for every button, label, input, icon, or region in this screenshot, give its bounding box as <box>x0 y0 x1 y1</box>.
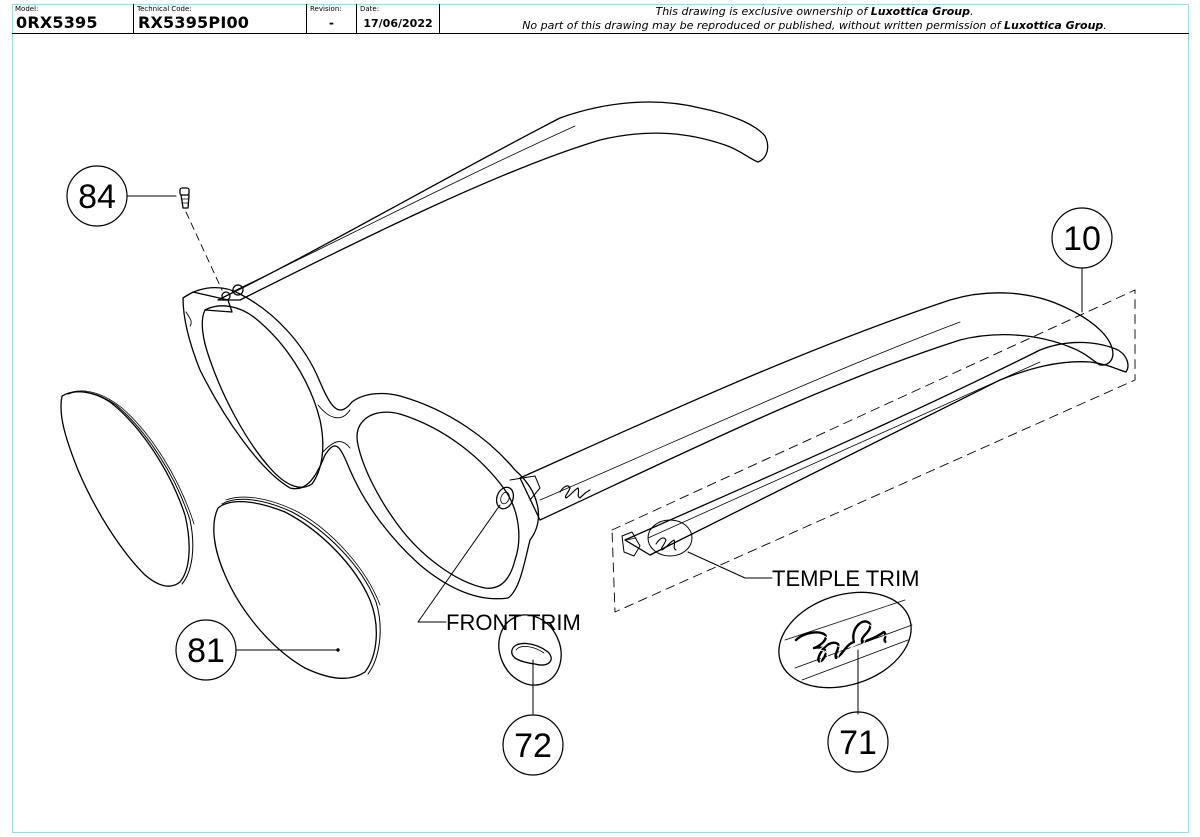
model-cell: Model: 0RX5395 <box>12 4 134 33</box>
callout-71: 71 <box>839 724 877 762</box>
callout-71-circle <box>827 711 889 773</box>
front-trim-detail <box>498 614 562 686</box>
lens-right <box>213 496 381 680</box>
separate-temple <box>611 289 1136 613</box>
callout-81-circle <box>175 619 237 681</box>
callout-10: 10 <box>1063 220 1101 258</box>
callout-72: 72 <box>514 727 552 765</box>
ownership-notice: This drawing is exclusive ownership of L… <box>440 4 1189 33</box>
technical-code-label: Technical Code: <box>137 5 192 13</box>
notice-line-2: No part of this drawing may be reproduce… <box>522 19 1107 32</box>
ray-ban-logo-icon <box>559 485 591 499</box>
date-label: Date: <box>360 5 380 13</box>
ray-ban-logo-icon <box>794 620 888 663</box>
front-trim-label: FRONT TRIM <box>446 610 581 635</box>
callout-circles <box>66 165 1113 776</box>
drawing-frame <box>12 4 1189 833</box>
callout-84: 84 <box>78 178 116 216</box>
technical-code-cell: Technical Code: RX5395PI00 <box>134 4 307 33</box>
callout-10-circle <box>1051 207 1113 269</box>
far-temple <box>217 101 769 301</box>
date-cell: Date: 17/06/2022 <box>357 4 440 33</box>
model-label: Model: <box>15 5 39 13</box>
leader-lines <box>126 195 1083 715</box>
revision-cell: Revision: - <box>307 4 357 33</box>
date-value: 17/06/2022 <box>363 17 433 30</box>
notice-line-1: This drawing is exclusive ownership of L… <box>655 5 974 18</box>
technical-code-value: RX5395PI00 <box>138 13 250 32</box>
callout-numbers: 84 10 81 72 71 FRONT TRIM TEMPLE TRIM <box>78 178 1101 765</box>
callout-84-circle <box>66 165 128 227</box>
front-frame <box>182 284 541 600</box>
temple-trim-label: TEMPLE TRIM <box>772 566 920 591</box>
title-block: Model: 0RX5395 Technical Code: RX5395PI0… <box>12 4 1189 34</box>
near-temple <box>519 292 1114 521</box>
lens-left <box>60 390 195 587</box>
model-value: 0RX5395 <box>16 13 98 32</box>
revision-value: - <box>329 16 334 30</box>
revision-label: Revision: <box>310 5 342 13</box>
screw-icon <box>179 187 223 291</box>
callout-81: 81 <box>187 632 225 670</box>
callout-72-circle <box>502 714 564 776</box>
temple-trim-detail <box>778 591 913 689</box>
